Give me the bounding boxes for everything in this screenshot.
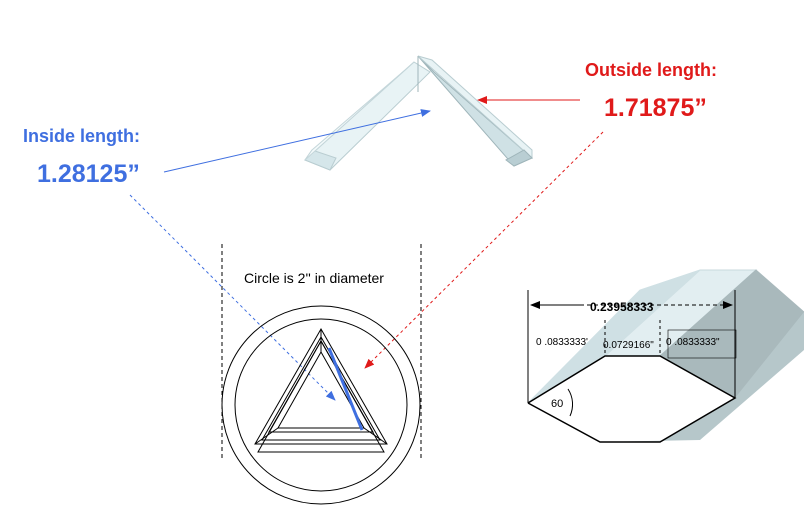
bar-cross-section xyxy=(527,269,804,443)
inside-dashed-leader xyxy=(129,194,336,401)
outside-dashed-leader xyxy=(364,131,604,369)
inside-length-value: 1.28125” xyxy=(37,160,140,188)
dimension-right-segment: 0 .0833333" xyxy=(666,337,720,348)
outside-length-value: 1.71875” xyxy=(604,94,707,122)
angle-label: 60 xyxy=(551,398,563,410)
circle-diameter-note: Circle is 2'' in diameter xyxy=(244,270,384,286)
dimension-middle-segment: 0.0729166" xyxy=(603,340,654,351)
dimension-left-segment: 0 .0833333' xyxy=(536,337,588,348)
mitered-corner-piece xyxy=(304,55,533,171)
inside-length-title: Inside length: xyxy=(23,126,140,146)
circle-triangle-figure xyxy=(221,244,422,505)
outside-length-title: Outside length: xyxy=(585,60,717,80)
inside-pointer-arrow xyxy=(163,109,431,173)
dimension-total-width: 0.23958333 xyxy=(590,300,654,314)
